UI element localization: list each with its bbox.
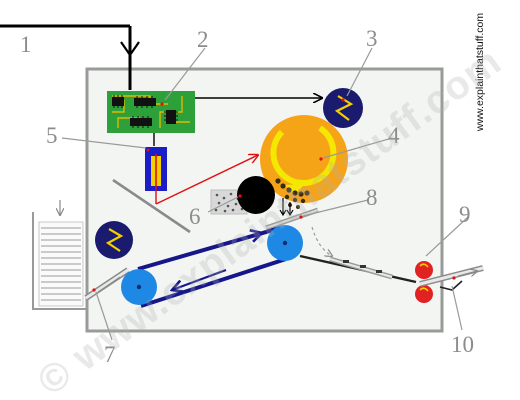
callout-3: 3 <box>366 26 378 51</box>
fuser-rollers <box>415 261 433 303</box>
toner-roller <box>237 176 275 214</box>
callout-lines <box>61 47 469 341</box>
credit-label: www.explainthatstuff.com <box>474 12 486 132</box>
belt-arrow-down <box>172 269 227 290</box>
toner-hopper <box>210 176 275 215</box>
callout-9: 9 <box>459 202 471 227</box>
paper-feed-sheet <box>84 267 130 301</box>
callout-6: 6 <box>189 204 201 229</box>
callout-4: 4 <box>388 123 400 148</box>
circuit-board <box>107 91 195 133</box>
belt-arrow-up <box>211 233 262 248</box>
belt-motor <box>95 221 133 259</box>
output-tray <box>419 265 484 291</box>
laser-unit <box>145 147 167 191</box>
paper-tray <box>32 200 86 310</box>
laser-mirror <box>112 178 191 234</box>
callout-5: 5 <box>46 123 58 148</box>
callout-7: 7 <box>104 342 116 367</box>
paper-path-arrow <box>311 226 332 256</box>
photoreceptor-drum <box>260 115 348 203</box>
credit-text: www.explainthatstuff.com <box>474 13 490 131</box>
toner-particles <box>275 178 310 209</box>
scanner-motor <box>323 88 363 128</box>
input-signal-line <box>0 24 140 90</box>
paper-exit-path <box>299 254 417 284</box>
laser-beam <box>155 155 258 205</box>
corona-wire <box>265 207 319 231</box>
callout-8: 8 <box>366 185 378 210</box>
lightning-icon <box>105 228 124 252</box>
callout-2: 2 <box>197 27 209 52</box>
callout-10: 10 <box>451 332 474 357</box>
callout-1: 1 <box>20 32 32 57</box>
toner-drop-arrows <box>279 198 294 217</box>
transfer-belt <box>121 225 303 308</box>
